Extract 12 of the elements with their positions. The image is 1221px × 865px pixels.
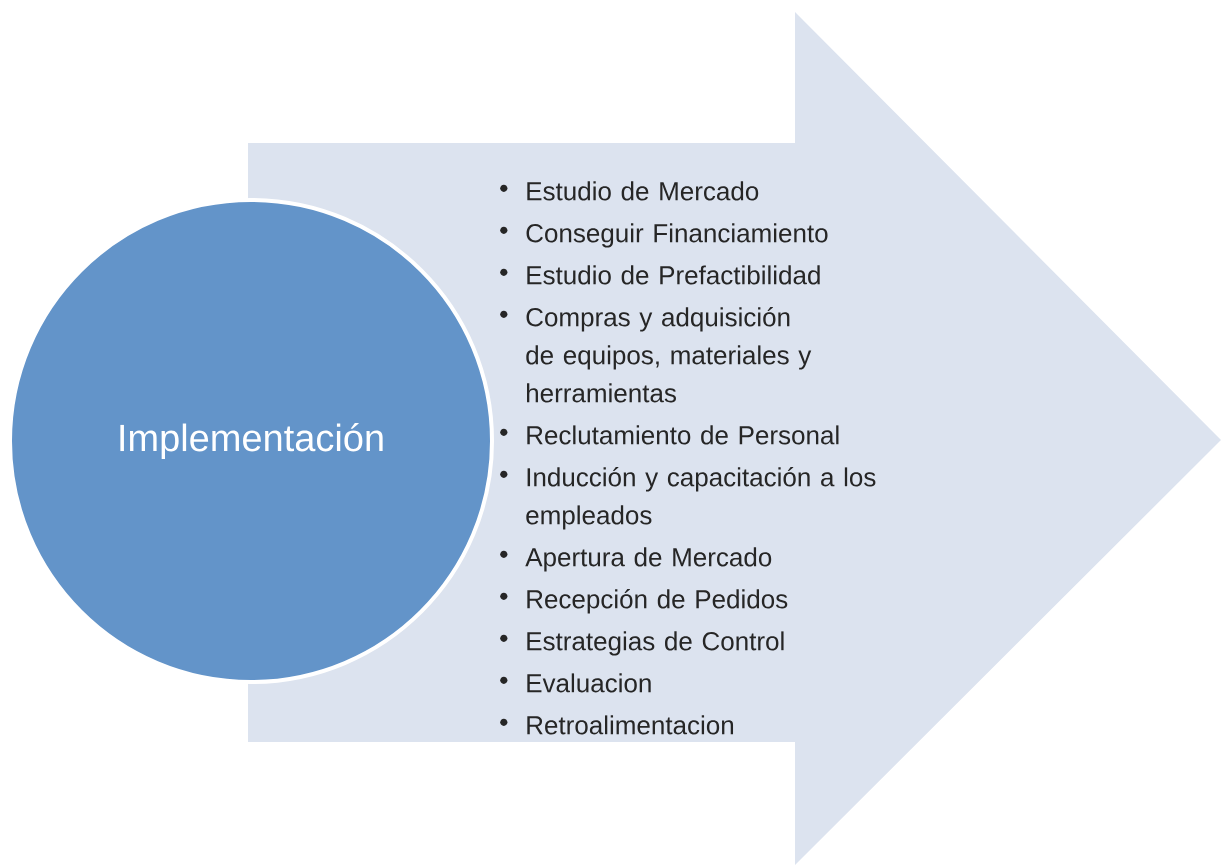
bullet-item: Conseguir Financiamiento bbox=[500, 223, 828, 248]
bullet-item: Compras y adquisición de equipos, materiales y herramientas bbox=[500, 307, 812, 403]
bullet-item: Evaluacion bbox=[500, 673, 651, 693]
bullet-item: Estrategias de Control bbox=[500, 631, 784, 656]
circle-node: Implementación bbox=[8, 198, 494, 684]
bullet-item: Inducción y capacitación a los empleados bbox=[500, 467, 876, 530]
bullet-item: Apertura de Mercado bbox=[500, 547, 772, 572]
bullet-item: Retroalimentacion bbox=[500, 715, 733, 735]
bullet-item: Estudio de Prefactibilidad bbox=[500, 265, 820, 285]
bullet-item: Reclutamiento de Personal bbox=[500, 425, 839, 445]
bullet-item: Recepción de Pedidos bbox=[500, 589, 788, 614]
bullet-item: Estudio de Mercado bbox=[500, 181, 759, 201]
